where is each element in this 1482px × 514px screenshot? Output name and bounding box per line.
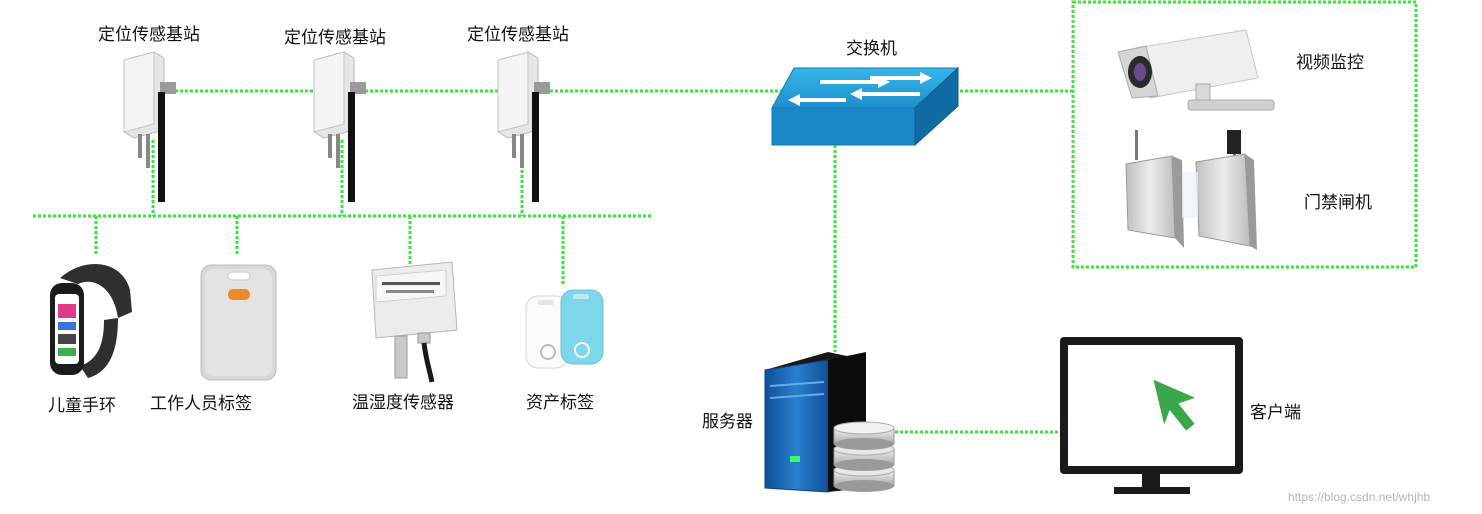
access-gate-label: 门禁闸机 (1304, 193, 1372, 213)
base-station-1-icon (123, 51, 176, 202)
base-station-3-icon (497, 51, 550, 202)
base-station-1-label: 定位传感基站 (98, 25, 200, 45)
asset-tag-label: 资产标签 (526, 393, 594, 413)
video-surveillance-label: 视频监控 (1296, 53, 1364, 73)
security-group-box (1071, 0, 1418, 269)
security-camera-icon (1117, 29, 1275, 111)
client-label: 客户端 (1250, 403, 1301, 423)
asset-tag-icon (525, 289, 604, 369)
server-label: 服务器 (702, 412, 753, 432)
database-icon (833, 421, 895, 492)
child-bracelet-label: 儿童手环 (48, 396, 116, 416)
switch-label: 交换机 (846, 39, 897, 59)
cursor-arrow-icon (1150, 376, 1201, 434)
staff-tag-label: 工作人员标签 (150, 394, 252, 414)
child-bracelet-icon (50, 264, 132, 378)
server-icon (764, 352, 895, 493)
base-station-3-label: 定位传感基站 (467, 25, 569, 45)
temp-humidity-sensor-icon (371, 261, 458, 383)
switch-icon (771, 66, 960, 147)
base-station-2-label: 定位传感基站 (284, 28, 386, 48)
base-station-2-icon (313, 51, 366, 202)
watermark: https://blog.csdn.net/whjhb (1288, 490, 1431, 504)
staff-tag-icon (200, 264, 277, 381)
temp-humidity-sensor-label: 温湿度传感器 (352, 393, 454, 413)
client-monitor-icon (1060, 337, 1243, 494)
turnstile-gate-icon (1125, 130, 1257, 250)
